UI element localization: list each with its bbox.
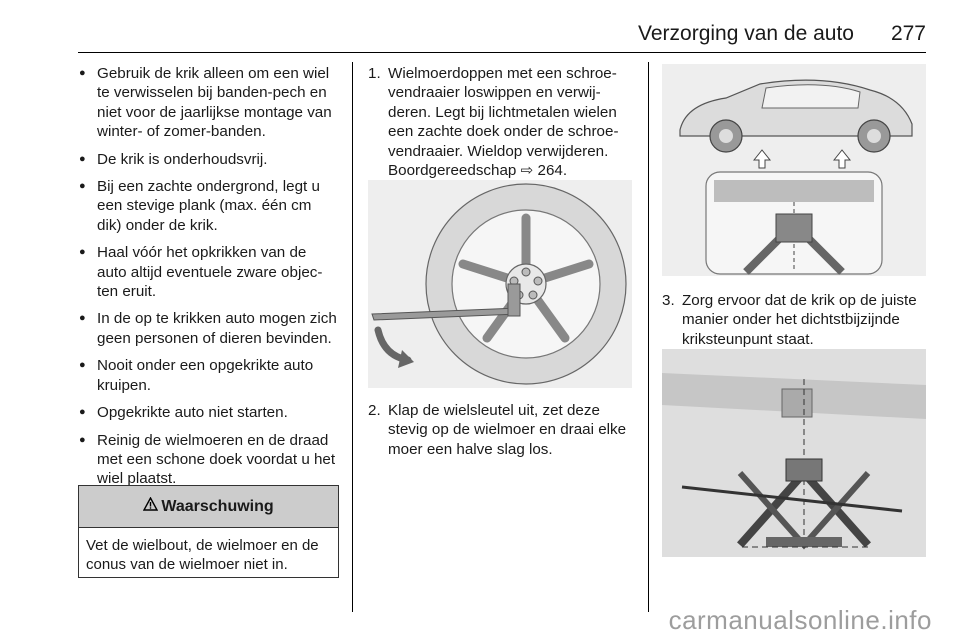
list-item: Haal vóór het opkrikken van de auto alti…	[78, 243, 340, 301]
step-number: 3.	[662, 292, 675, 309]
reference-arrow-icon: ⇨	[520, 162, 534, 180]
figure-wheel-wrench	[368, 180, 632, 388]
step-number: 1.	[368, 65, 381, 82]
steps-list: 3. Zorg ervoor dat de krik op de juiste …	[662, 291, 930, 349]
warning-header: Waarschuwing	[79, 486, 338, 528]
page-header: Verzorging van de auto 277	[78, 22, 926, 53]
warning-text: Vet de wielbout, de wielmoer en de conus…	[86, 537, 319, 573]
column-middle-lower: 2. Klap de wielsleutel uit, zet deze ste…	[368, 401, 636, 459]
steps-list: 1. Wielmoerdoppen met een schroe-vendraa…	[368, 64, 636, 180]
step-text: Zorg ervoor dat de krik op de juiste man…	[682, 292, 917, 348]
section-title: Verzorging van de auto	[638, 22, 854, 45]
list-item: Reinig de wielmoeren en de draad met een…	[78, 431, 340, 489]
column-left: Gebruik de krik alleen om een wiel te ve…	[78, 64, 340, 497]
warning-triangle-icon	[143, 496, 159, 516]
step-number: 2.	[368, 402, 381, 419]
page-number: 277	[890, 22, 926, 45]
step-3: 3. Zorg ervoor dat de krik op de juiste …	[662, 291, 930, 349]
list-item: In de op te krikken auto mogen zich geen…	[78, 309, 340, 348]
precaution-list: Gebruik de krik alleen om een wiel te ve…	[78, 64, 340, 489]
figure-jack-under-support	[662, 349, 926, 557]
step-2: 2. Klap de wielsleutel uit, zet deze ste…	[368, 401, 636, 459]
step-1: 1. Wielmoerdoppen met een schroe-vendraa…	[368, 64, 636, 180]
step-text: Wielmoerdoppen met een schroe-vendraaier…	[388, 65, 619, 180]
column-right-lower: 3. Zorg ervoor dat de krik op de juiste …	[662, 291, 930, 349]
list-item: Gebruik de krik alleen om een wiel te ve…	[78, 64, 340, 142]
list-item: Bij een zachte ondergrond, legt u een st…	[78, 177, 340, 235]
column-divider	[648, 62, 649, 612]
warning-box: Waarschuwing Vet de wielbout, de wielmoe…	[78, 485, 339, 578]
list-item: Opgekrikte auto niet starten.	[78, 403, 340, 423]
warning-title: Waarschuwing	[161, 497, 274, 515]
figure-car-jack-points	[662, 64, 926, 276]
column-divider	[352, 62, 353, 612]
page-reference: 264.	[533, 162, 568, 180]
step-text: Klap de wielsleutel uit, zet deze stevig…	[388, 402, 627, 458]
watermark: carmanualsonline.info	[668, 605, 932, 635]
list-item: De krik is onderhoudsvrij.	[78, 150, 340, 170]
column-middle: 1. Wielmoerdoppen met een schroe-vendraa…	[368, 64, 636, 180]
list-item: Nooit onder een opgekrikte auto kruipen.	[78, 356, 340, 395]
steps-list: 2. Klap de wielsleutel uit, zet deze ste…	[368, 401, 636, 459]
